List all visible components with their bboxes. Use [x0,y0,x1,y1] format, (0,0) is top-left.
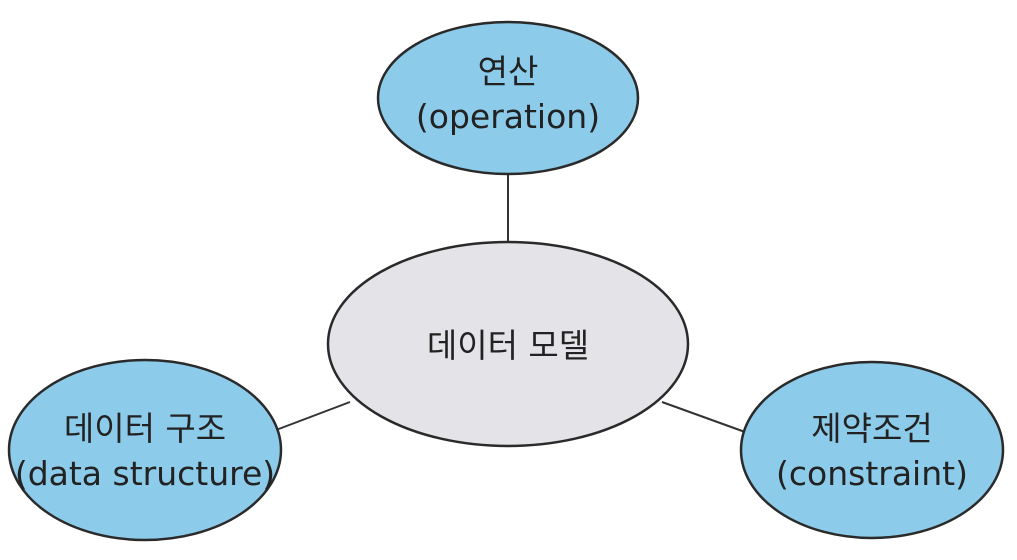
node-data-structure: 데이터 구조 (data structure) [7,358,283,542]
node-constraint-shape [739,360,1005,540]
connector-right [661,401,746,433]
node-data-model: 데이터 모델 [326,240,690,448]
node-data-structure-label-en: (data structure) [15,454,275,493]
node-constraint-label-en: (constraint) [776,454,968,493]
node-operation: 연산 (operation) [376,20,640,176]
node-operation-shape [376,20,640,176]
connector-left [275,401,351,431]
node-constraint: 제약조건 (constraint) [739,360,1005,540]
node-data-structure-shape [7,358,283,542]
node-constraint-label-ko: 제약조건 [811,409,932,448]
node-operation-label-en: (operation) [416,97,600,136]
node-operation-label-ko: 연산 [478,52,539,91]
node-data-model-shape [326,240,690,448]
node-data-model-label: 데이터 모델 [427,326,589,365]
node-data-structure-label-ko: 데이터 구조 [64,409,226,448]
